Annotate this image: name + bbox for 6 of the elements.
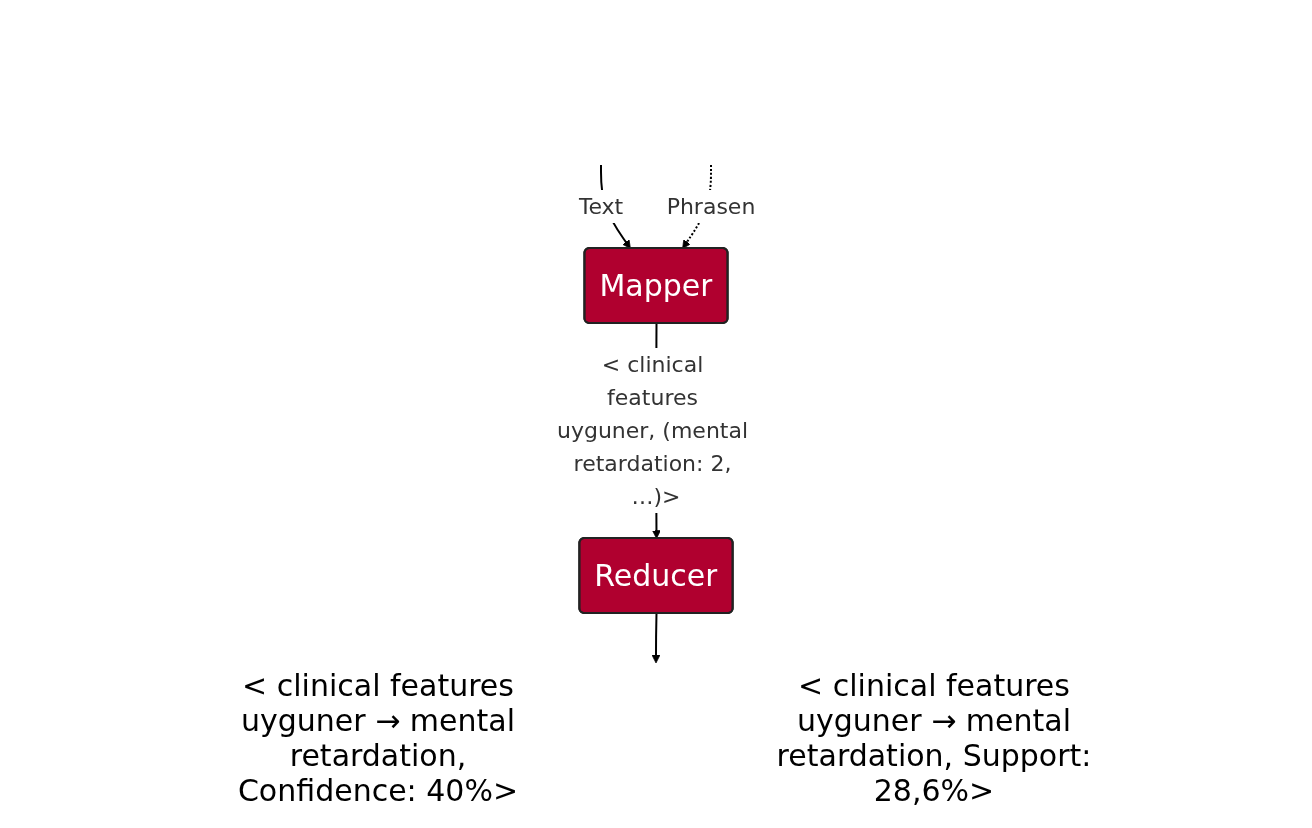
edge-label: < clinical features uyguner, (mental retardation: 2, …)> (556, 352, 749, 509)
output-note: < clinical features uyguner → mental retardation, Confidence: 40%> (236, 668, 520, 808)
arrow (651, 612, 661, 664)
edge-label: Text (578, 194, 624, 219)
output-note: < clinical features uyguner → mental retardation, Support: 28,6%> (775, 668, 1093, 808)
edge-label: Phrasen (666, 194, 756, 219)
